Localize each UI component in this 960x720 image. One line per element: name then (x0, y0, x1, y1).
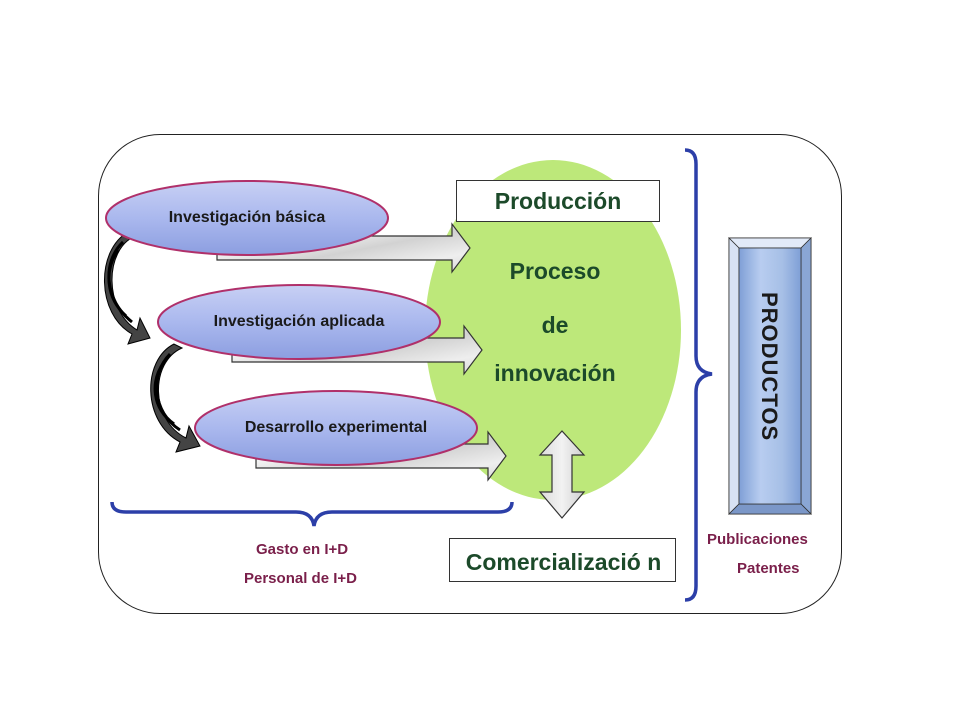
curved-arrow-1 (104, 231, 151, 345)
brace-bottom (110, 501, 514, 527)
products-panel (728, 237, 812, 515)
commercialization-label: Comercializació n (465, 549, 662, 575)
label-investigacion-basica: Investigación básica (168, 209, 326, 226)
label-desarrollo-experimental: Desarrollo experimental (244, 419, 428, 436)
output-publicaciones: Publicaciones (707, 531, 808, 548)
innovation-process-ellipse (425, 160, 681, 500)
products-label: PRODUCTOS (757, 292, 782, 442)
brace-right (684, 148, 713, 602)
indicator-personal: Personal de I+D (244, 570, 357, 587)
curved-arrow-2 (150, 343, 201, 453)
ellipse-desarrollo-experimental (194, 390, 478, 466)
output-patentes: Patentes (737, 560, 800, 577)
production-box: Producción (456, 180, 660, 222)
process-line-1: Proceso (509, 258, 601, 284)
ellipse-investigacion-basica (105, 180, 389, 256)
double-arrow (538, 430, 586, 519)
label-investigacion-aplicada: Investigación aplicada (213, 313, 385, 330)
ellipse-investigacion-aplicada (157, 284, 441, 360)
commercialization-box: Comercializació n (449, 538, 676, 582)
process-line-2: de (541, 312, 569, 338)
process-line-3: innovación (494, 360, 616, 386)
indicator-gasto: Gasto en I+D (256, 541, 349, 558)
